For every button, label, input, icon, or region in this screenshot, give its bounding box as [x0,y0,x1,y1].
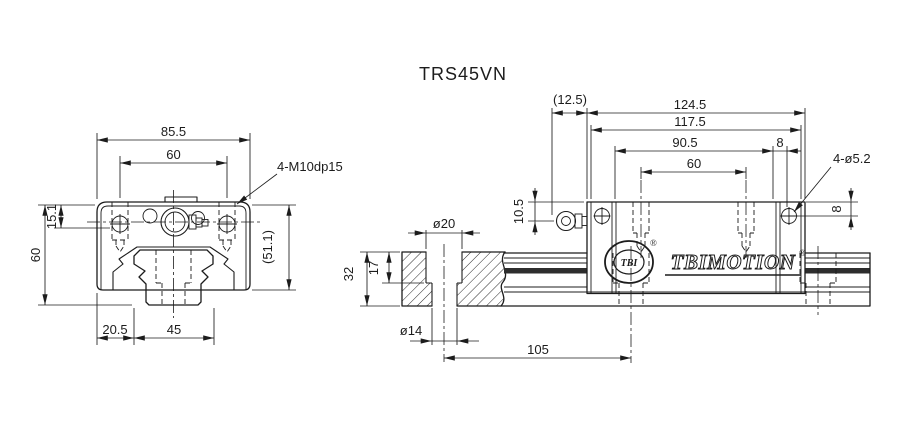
dim-assembly-height: 60 [28,205,132,306]
svg-text:60: 60 [28,248,43,262]
dim-rail-hole-pitch: 105 [444,342,631,361]
carriage-block-side [586,180,806,295]
svg-text:ø20: ø20 [433,216,455,231]
svg-text:15.1: 15.1 [44,204,59,229]
svg-text:ø14: ø14 [400,323,422,338]
drawing-title: TRS45VN [419,64,507,84]
dim-mount-hole-spacing: 60 [119,147,228,198]
dim-rail-height: 32 [341,251,400,307]
logo-badge-text: TBI [621,258,639,269]
dim-block-inner-length: 117.5 [590,114,802,199]
dim-rail-width: 45 [134,322,214,341]
dim-body-length: 90.5 [614,135,774,199]
logo-brand-text: TBIMOTION [671,250,796,274]
svg-text:8: 8 [776,135,783,150]
svg-text:17: 17 [366,261,381,275]
rail-bolt-hole-hidden [799,246,837,315]
grease-nipple-icon [555,210,588,232]
mount-holes-front [110,202,237,253]
svg-text:85.5: 85.5 [161,124,186,139]
dim-counterbore-dia: ø20 [408,216,480,249]
dim-cap-screw-drop: 8 [797,188,858,230]
registered-mark-icon: ® [799,248,806,258]
rail-section [401,244,507,362]
callout-mount-thread: 4-M10dp15 [236,159,343,205]
screw-cross-icon [110,214,130,234]
rail-side [456,252,871,307]
front-view: 85.5 60 4-M10dp15 15.1 60 ( [28,124,343,345]
svg-text:105: 105 [527,342,549,357]
side-view: TBI ® TBIMOTION ® (12.5) 124.5 117.5 [341,92,871,363]
svg-text:90.5: 90.5 [672,135,697,150]
rail-profile-front [133,249,214,306]
dim-edge-to-rail: 20.5 [96,293,215,345]
endcap-screw-icon [780,207,798,225]
dim-overall-width: 85.5 [96,124,251,199]
svg-text:32: 32 [341,267,356,281]
svg-text:45: 45 [167,322,181,337]
svg-text:(12.5): (12.5) [553,92,587,107]
svg-text:60: 60 [166,147,180,162]
svg-text:10.5: 10.5 [511,199,526,224]
svg-text:20.5: 20.5 [102,322,127,337]
svg-text:124.5: 124.5 [674,97,707,112]
svg-text:117.5: 117.5 [674,114,706,129]
screw-cross-icon [217,214,237,234]
dim-cap-screw-inset: 8 [773,135,801,207]
tbi-logo: TBI ® TBIMOTION ® [604,238,806,284]
svg-text:8: 8 [829,205,844,212]
dim-counterbore-depth: 17 [366,252,424,284]
dim-block-overall-length: 124.5 [586,97,806,199]
svg-text:4-ø5.2: 4-ø5.2 [833,151,871,166]
dim-top-to-thread-depth: 15.1 [38,204,110,229]
dim-nipple-center-drop: 10.5 [511,188,584,235]
callout-cap-screw: 4-ø5.2 [793,151,871,213]
dim-block-height: (51.1) [252,204,296,291]
dim-mount-hole-pitch: 60 [640,156,747,179]
dim-grease-nipple-length: (12.5) [551,92,587,215]
endcap-screw-icon [593,207,611,225]
registered-mark-icon: ® [650,238,657,248]
dim-bolt-hole-dia: ø14 [400,308,479,345]
svg-text:4-M10dp15: 4-M10dp15 [277,159,343,174]
svg-text:60: 60 [687,156,701,171]
svg-text:(51.1): (51.1) [260,230,275,264]
